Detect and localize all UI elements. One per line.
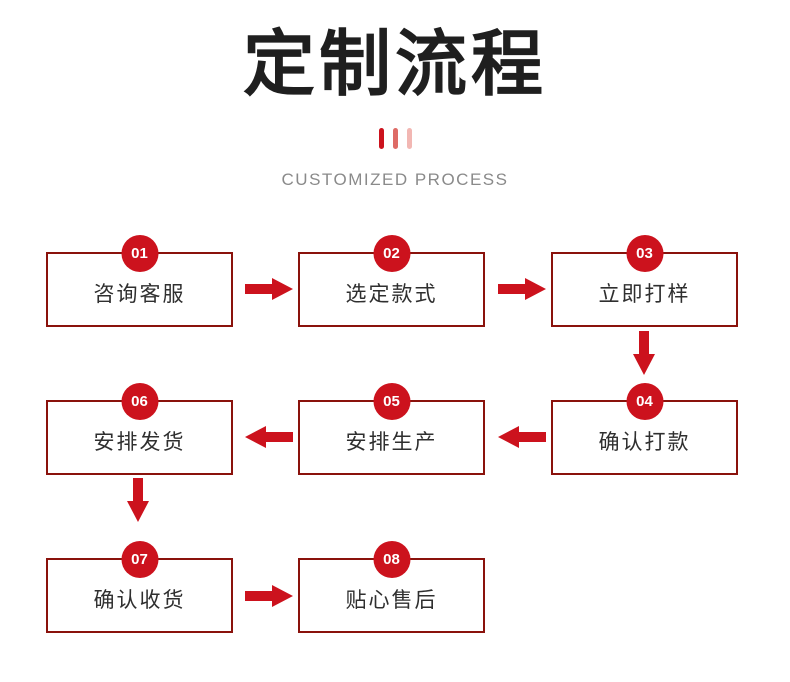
arrow-right-icon: [245, 278, 293, 300]
title-divider-bars: [0, 128, 790, 149]
step-label: 确认打款: [598, 430, 691, 454]
step-box-06: 06 安排发货: [46, 383, 233, 475]
step-label: 咨询客服: [93, 282, 186, 306]
step-label: 安排生产: [345, 430, 438, 454]
step-number-badge: 04: [626, 383, 663, 420]
page-title: 定制流程: [242, 25, 547, 105]
step-box-08: 08 贴心售后: [298, 541, 485, 633]
page-subtitle: CUSTOMIZED PROCESS: [281, 170, 509, 189]
step-number-badge: 01: [121, 235, 158, 272]
arrow-down-icon: [127, 478, 149, 522]
step-number-badge: 03: [626, 235, 663, 272]
step-box-05: 05 安排生产: [298, 383, 485, 475]
arrow-left-icon: [245, 426, 293, 448]
step-number-badge: 05: [373, 383, 410, 420]
step-number-badge: 02: [373, 235, 410, 272]
step-label: 安排发货: [93, 430, 186, 454]
step-label: 确认收货: [93, 588, 186, 612]
step-number-badge: 06: [121, 383, 158, 420]
step-label: 立即打样: [598, 282, 691, 306]
divider-bar-icon: [392, 128, 398, 149]
step-box-01: 01 咨询客服: [46, 235, 233, 327]
divider-bar-icon: [406, 128, 412, 149]
step-box-03: 03 立即打样: [551, 235, 738, 327]
divider-bar-icon: [378, 128, 384, 149]
arrow-left-icon: [498, 426, 546, 448]
step-box-07: 07 确认收货: [46, 541, 233, 633]
step-box-04: 04 确认打款: [551, 383, 738, 475]
step-number-badge: 08: [373, 541, 410, 578]
arrow-right-icon: [498, 278, 546, 300]
step-number-badge: 07: [121, 541, 158, 578]
step-box-02: 02 选定款式: [298, 235, 485, 327]
step-label: 选定款式: [345, 282, 438, 306]
arrow-right-icon: [245, 585, 293, 607]
arrow-down-icon: [633, 331, 655, 375]
step-label: 贴心售后: [345, 588, 438, 612]
